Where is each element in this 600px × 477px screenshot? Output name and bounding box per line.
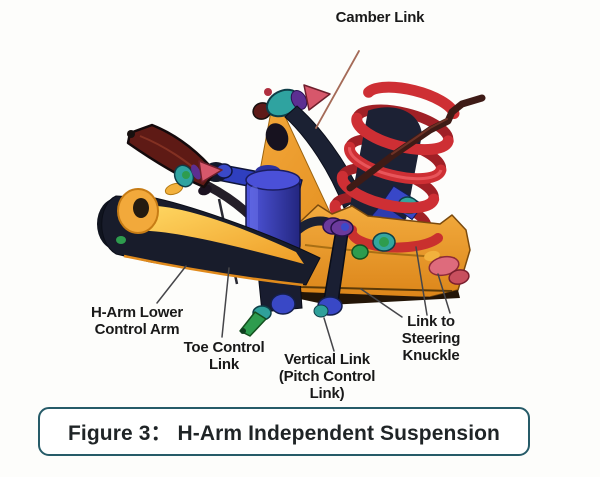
leader-line-knuckle-3	[437, 273, 451, 314]
h-arm-lower-control-arm-part	[97, 188, 321, 287]
leader-line-knuckle-2	[415, 246, 428, 316]
leader-line-knuckle-1	[360, 288, 403, 318]
leader-line-h-arm	[156, 265, 187, 304]
label-toe-control-link: Toe Control Link	[183, 339, 265, 373]
label-camber-link: Camber Link	[335, 9, 425, 26]
label-vertical-link: Vertical Link (Pitch Control Link)	[278, 351, 376, 402]
leader-line-toe-control	[221, 267, 230, 338]
stabilizer-bar-part	[346, 94, 486, 192]
leader-lines	[156, 50, 451, 352]
leader-line-vertical-link	[323, 317, 335, 352]
upper-ball-joint-part	[252, 84, 331, 120]
figure-caption-box: Figure 3： H-Arm Independent Suspension	[38, 407, 530, 456]
label-link-to-steering-knuckle: Link to Steering Knuckle	[401, 313, 461, 364]
spring-base-bushings-part	[351, 232, 396, 260]
leader-line-camber-link	[315, 50, 360, 129]
upper-control-arm-part	[126, 123, 223, 196]
vertical-link-part	[313, 219, 354, 318]
figure-caption-text: Figure 3： H-Arm Independent Suspension	[67, 421, 500, 445]
label-h-arm-lower-control-arm: H-Arm Lower Control Arm	[91, 304, 183, 338]
